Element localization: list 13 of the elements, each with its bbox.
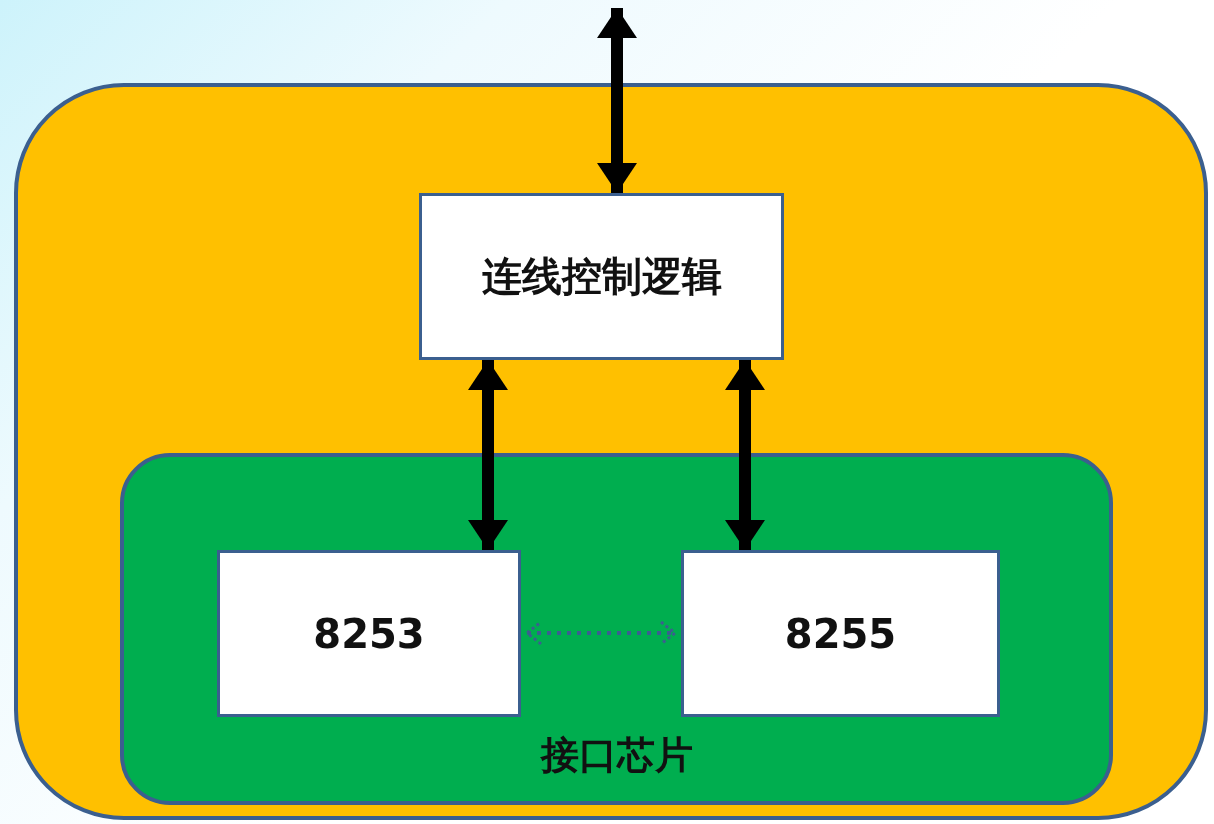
- group-label: 接口芯片: [540, 732, 693, 779]
- double-arrow: [468, 360, 508, 550]
- chip-box: [681, 550, 1000, 717]
- chip-group-panel: [120, 453, 1113, 805]
- box-label: 连线控制逻辑: [481, 252, 722, 301]
- dotted-double-arrow: [525, 620, 677, 646]
- outer-panel: [14, 83, 1208, 820]
- chip-box: [217, 550, 521, 717]
- logic-box: [419, 193, 784, 360]
- double-arrow: [597, 8, 637, 193]
- box-label: 8255: [784, 610, 897, 657]
- box-label: 8253: [313, 610, 425, 657]
- double-arrow: [725, 360, 765, 550]
